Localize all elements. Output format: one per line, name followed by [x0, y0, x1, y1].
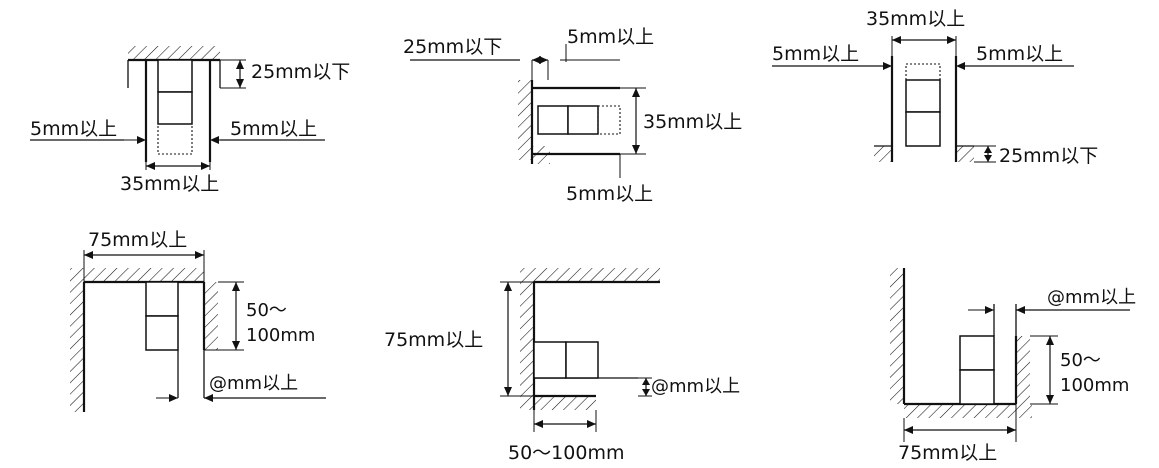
arrow — [984, 155, 992, 162]
brick-guide — [157, 123, 193, 155]
diagram-4: 75mm以上 50～ 100mm @mm以上 — [70, 229, 326, 412]
arrow — [1046, 395, 1054, 404]
dimension-label-left: 5mm以上 — [30, 118, 117, 140]
hatch-top — [534, 268, 660, 282]
brick-guide — [905, 63, 941, 81]
arrow — [201, 162, 210, 170]
arrow — [504, 387, 512, 396]
dimension-label-left: 25mm以下 — [403, 36, 502, 58]
brick — [145, 281, 179, 317]
arrow — [883, 62, 892, 70]
arrow — [236, 79, 244, 88]
brick — [959, 369, 995, 405]
arrow — [642, 378, 650, 385]
hatch-right — [1016, 336, 1030, 404]
dimension-label-side: 25mm以下 — [999, 145, 1098, 167]
brick — [145, 315, 179, 351]
arrow — [504, 282, 512, 291]
brick — [157, 59, 193, 93]
dimension-label-top: 5mm以上 — [567, 26, 654, 48]
dimension-label-right: @mm以上 — [651, 376, 740, 397]
arrow — [985, 306, 994, 314]
brick-guide — [597, 105, 621, 135]
brick — [567, 105, 599, 135]
arrow — [210, 136, 219, 144]
dimension-label-left: 75mm以上 — [384, 329, 483, 351]
arrow — [232, 341, 240, 350]
arrow — [1046, 336, 1054, 345]
arrow — [236, 60, 244, 69]
hatch-right — [956, 146, 974, 162]
arrow — [169, 394, 178, 402]
arrow — [1016, 306, 1025, 314]
dimension-label-right-line1: 50～ — [246, 300, 287, 321]
brick — [565, 341, 599, 379]
dimension-label-top: 75mm以上 — [88, 229, 187, 251]
dimension-label-left: 5mm以上 — [772, 43, 859, 65]
hatch-left — [874, 146, 892, 162]
arrow — [146, 162, 155, 170]
arrow — [904, 426, 913, 434]
arrow — [956, 62, 965, 70]
brick — [537, 105, 569, 135]
arrow — [632, 145, 640, 154]
hatch-top — [84, 268, 204, 282]
arrow — [984, 146, 992, 153]
dimension-label-bottom: 50～100mm — [508, 442, 624, 464]
hatch-left — [890, 268, 904, 404]
arrow — [532, 56, 541, 64]
hatch-bottom — [534, 396, 596, 410]
dimension-label-right-line2: 100mm — [1060, 375, 1129, 396]
dimension-label-right-line1: 50～ — [1060, 350, 1101, 371]
dimension-label-top: @mm以上 — [1047, 287, 1136, 308]
arrow — [947, 36, 956, 44]
arrow — [84, 251, 93, 259]
arrow — [1007, 426, 1016, 434]
diagram-5: 75mm以上 @mm以上 50～100mm — [384, 268, 740, 464]
dimension-label-right: 5mm以上 — [976, 43, 1063, 65]
dimension-label-right-line2: 100mm — [246, 325, 315, 346]
dimension-label-top: 35mm以上 — [866, 8, 965, 30]
brick — [959, 335, 995, 371]
dimension-label-bottom: 5mm以上 — [566, 183, 653, 205]
hatch-bottom — [904, 404, 1032, 418]
diagram-6: @mm以上 50～ 100mm 75mm以上 — [890, 268, 1136, 464]
diagram-1: 25mm以下 5mm以上 5mm以上 35mm以上 — [30, 46, 350, 195]
hatch-top — [128, 46, 220, 60]
hatch-left — [520, 268, 534, 410]
arrow — [892, 36, 901, 44]
brick — [157, 91, 193, 125]
hatch-left — [518, 80, 532, 160]
arrow — [642, 389, 650, 396]
brick — [905, 111, 941, 147]
arrow — [195, 251, 204, 259]
dimension-label-top: 25mm以下 — [251, 61, 350, 83]
arrow — [539, 56, 548, 64]
dimension-label-right: 35mm以上 — [643, 111, 742, 133]
dimension-label-bottom: 35mm以上 — [120, 173, 219, 195]
arrow — [232, 282, 240, 291]
diagram-2: 25mm以下 5mm以上 35mm以上 5mm以上 — [403, 26, 742, 205]
hatch-left — [70, 268, 84, 412]
diagram-3: 35mm以上 5mm以上 5mm以上 25mm以下 — [772, 8, 1098, 167]
dimension-label-bottom: @mm以上 — [209, 373, 298, 394]
arrow — [137, 136, 146, 144]
arrow — [587, 420, 596, 428]
arrow — [632, 88, 640, 97]
arrow — [534, 420, 543, 428]
arrow — [204, 394, 213, 402]
brick — [533, 341, 567, 379]
dimension-label-bottom: 75mm以上 — [898, 442, 997, 464]
brick — [905, 79, 941, 113]
hatch-right — [204, 282, 218, 350]
dimension-label-right: 5mm以上 — [230, 118, 317, 140]
